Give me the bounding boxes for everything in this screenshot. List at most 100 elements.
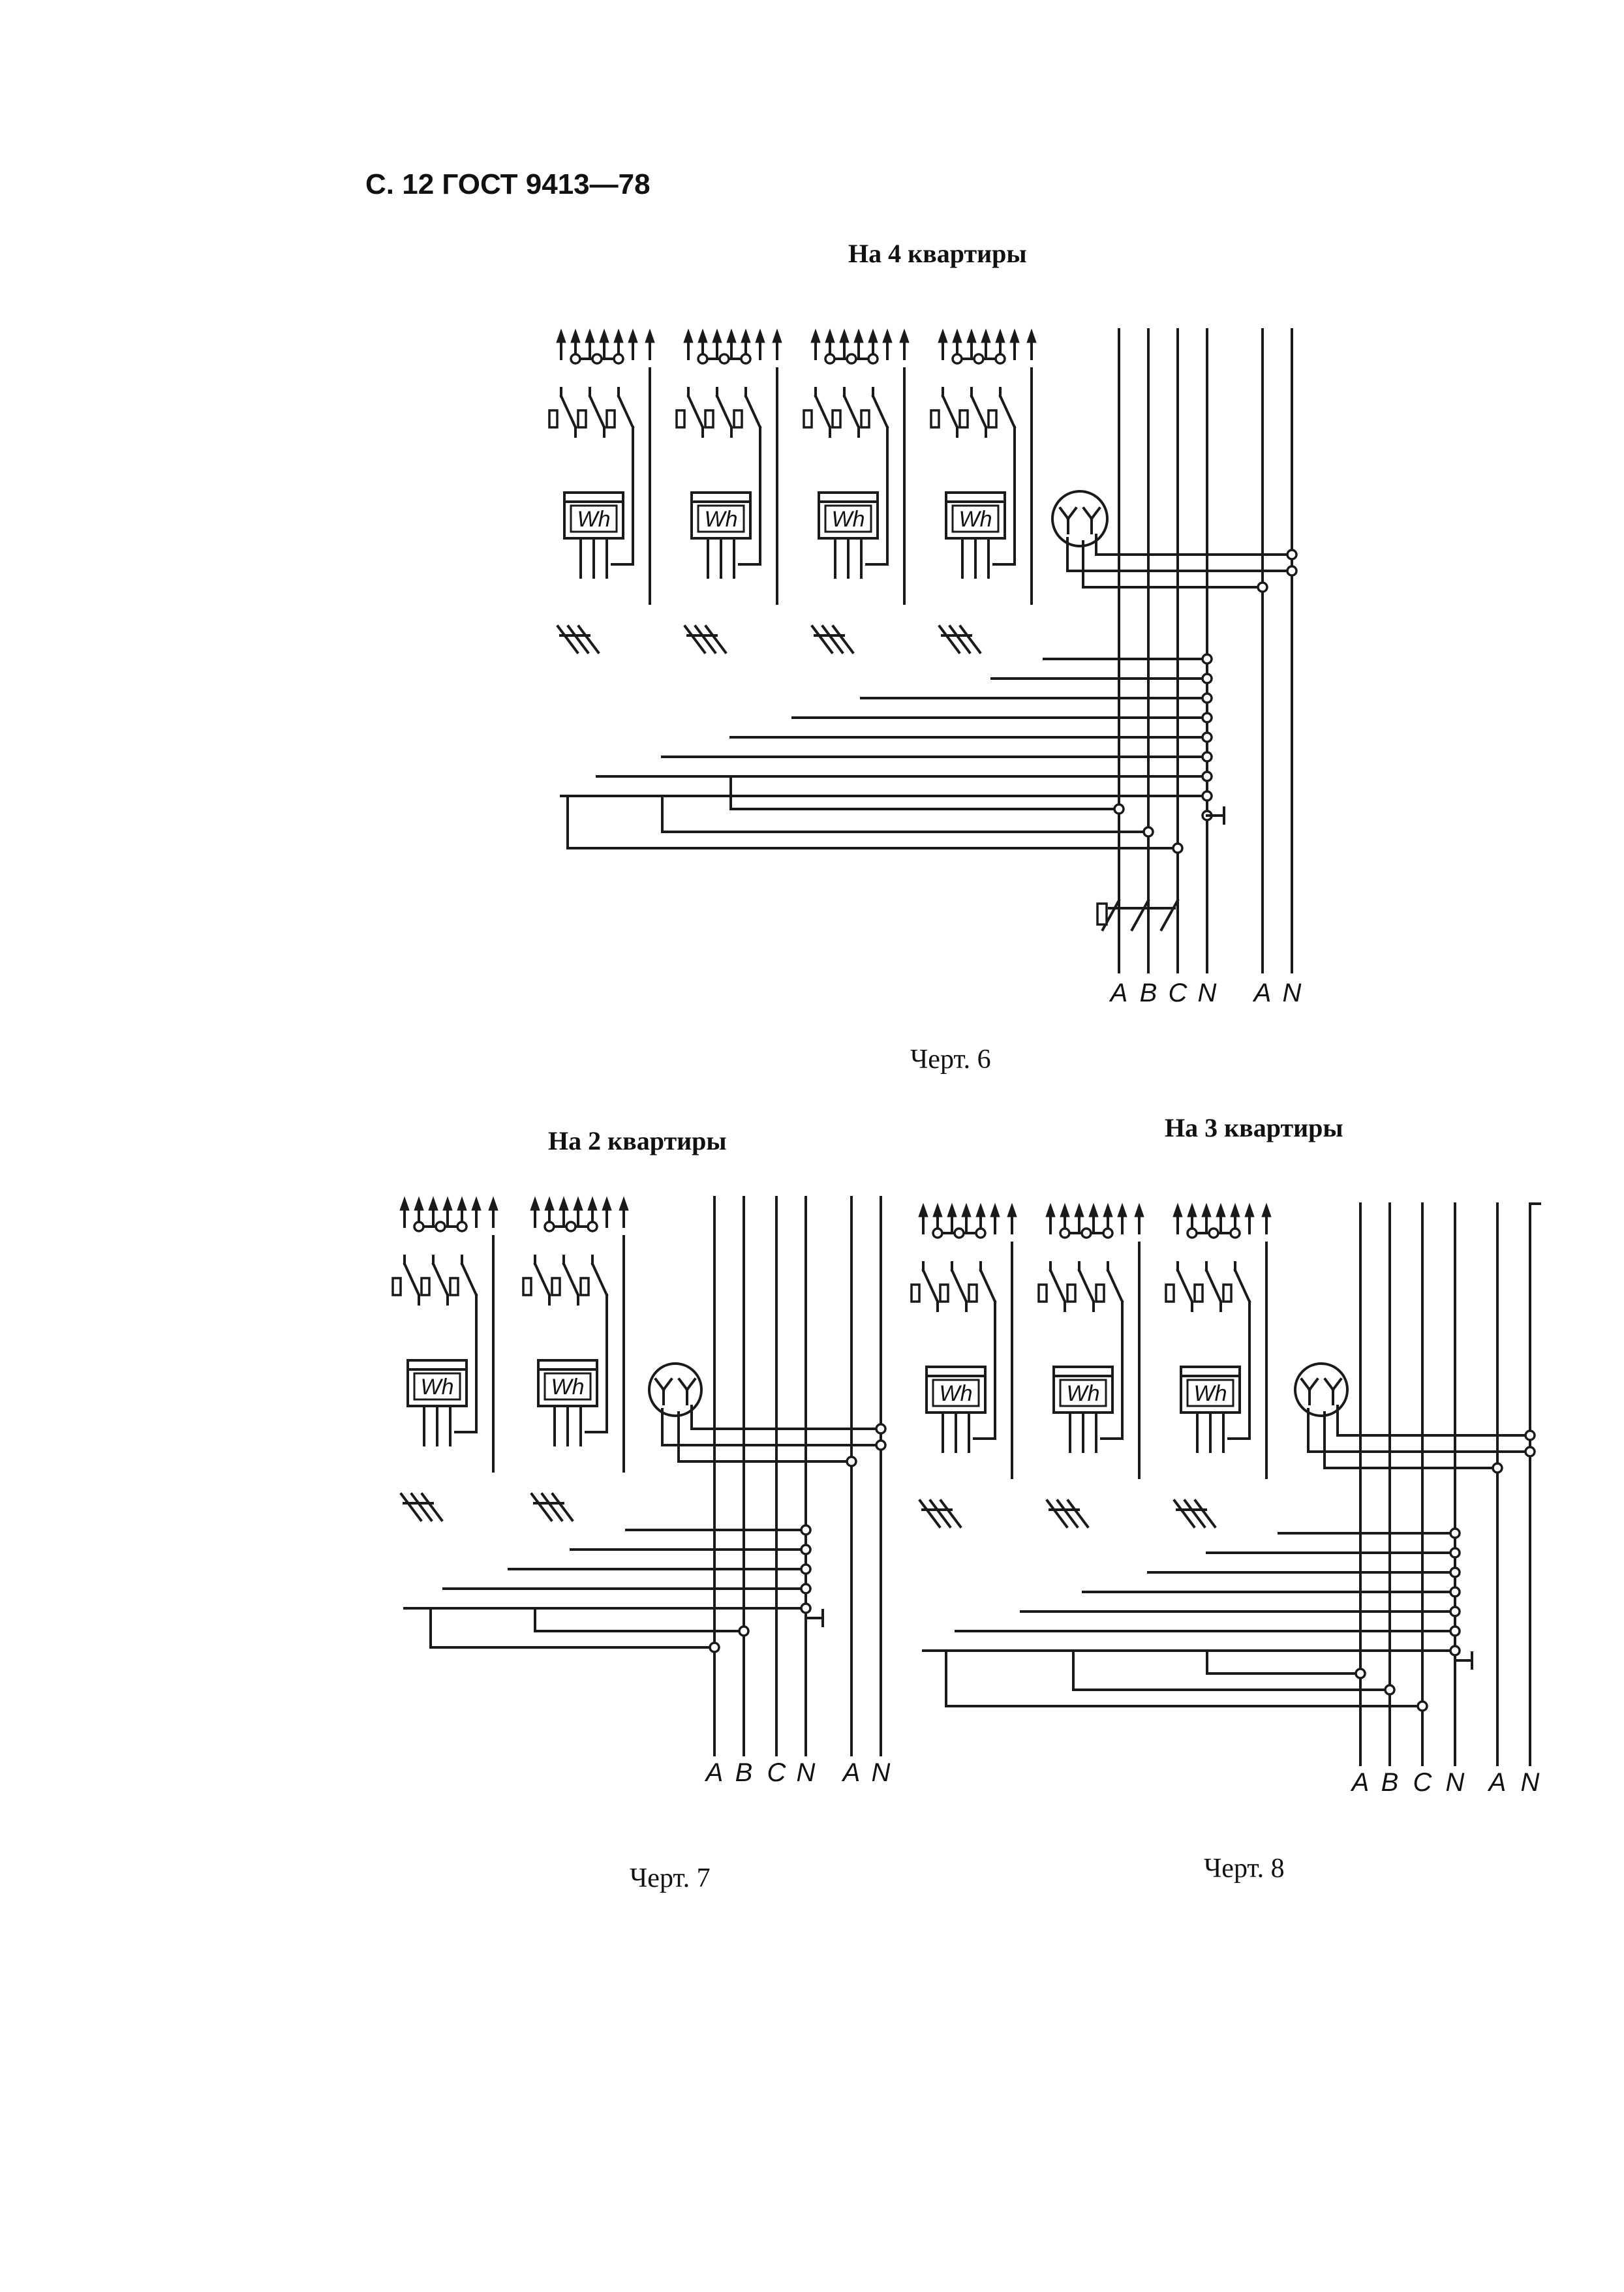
junction-node — [1203, 674, 1212, 683]
breaker-contact — [1079, 1270, 1094, 1302]
junction-node — [720, 354, 729, 363]
breaker-thermal-icon — [988, 410, 996, 427]
junction-node — [1258, 583, 1267, 592]
switch-blade — [833, 626, 853, 652]
meter-label: Wh — [551, 1375, 585, 1399]
junction-node — [1450, 1568, 1460, 1577]
arrow-head-icon — [1245, 1204, 1254, 1217]
bus-label: C — [1413, 1768, 1433, 1797]
junction-node — [741, 354, 750, 363]
arrow-head-icon — [727, 329, 736, 343]
junction-node — [976, 1229, 985, 1238]
junction-node — [847, 354, 856, 363]
wire — [1067, 538, 1292, 571]
antenna-symbol — [1333, 1379, 1341, 1390]
breaker-thermal-icon — [607, 410, 615, 427]
wire — [1207, 1651, 1360, 1673]
bus-label: A — [1253, 979, 1272, 1007]
junction-node — [1287, 566, 1296, 575]
breaker-thermal-icon — [421, 1278, 429, 1295]
junction-node — [1450, 1627, 1460, 1636]
wire — [1229, 1311, 1249, 1439]
breaker-contact — [1050, 1270, 1065, 1302]
breaker-contact — [1178, 1270, 1192, 1302]
wire — [535, 1608, 744, 1631]
antenna-symbol — [656, 1379, 664, 1390]
wire — [662, 1409, 881, 1445]
meter-label: Wh — [421, 1375, 454, 1399]
wire — [1338, 1406, 1530, 1435]
arrow-head-icon — [457, 1197, 467, 1210]
junction-node — [1144, 827, 1153, 836]
bus-label: C — [767, 1758, 787, 1787]
junction-node — [566, 1222, 575, 1231]
switch-blade — [558, 626, 577, 652]
switch-blade — [422, 1494, 442, 1520]
switch-blade — [920, 1501, 940, 1527]
arrow-head-icon — [1173, 1204, 1182, 1217]
junction-node — [1203, 694, 1212, 703]
junction-node — [801, 1604, 810, 1613]
fig8-caption: Черт. 8 — [1204, 1854, 1285, 1884]
junction-node — [739, 1627, 748, 1636]
breaker-contact — [972, 396, 986, 427]
breaker-contact — [923, 1270, 938, 1302]
arrow-head-icon — [1135, 1204, 1144, 1217]
breaker-contact — [816, 396, 830, 427]
switch-blade — [823, 626, 842, 652]
breaker-contact — [433, 1264, 448, 1295]
tv-antenna-socket-icon — [1052, 491, 1107, 546]
breaker-thermal-icon — [940, 1285, 948, 1302]
breaker-contact — [688, 396, 703, 427]
wire — [866, 436, 887, 564]
arrow-head-icon — [976, 1204, 985, 1217]
junction-node — [933, 1229, 942, 1238]
fig7-title: На 2 квартиры — [548, 1126, 727, 1155]
breaker-thermal-icon — [581, 1278, 589, 1295]
bus-label: B — [1381, 1768, 1399, 1797]
wire — [612, 436, 633, 564]
antenna-symbol — [1092, 508, 1099, 519]
bus-label: B — [1140, 979, 1157, 1007]
wire — [739, 436, 760, 564]
switch-blade — [1047, 1501, 1067, 1527]
breaker-contact — [746, 396, 760, 427]
arrow-head-icon — [619, 1197, 628, 1210]
breaker-thermal-icon — [1096, 1285, 1104, 1302]
main-breaker-contact — [1132, 900, 1148, 930]
breaker-contact — [981, 1270, 995, 1302]
junction-node — [996, 354, 1005, 363]
meter-label: Wh — [1194, 1381, 1227, 1406]
arrow-head-icon — [1089, 1204, 1098, 1217]
junction-node — [698, 354, 707, 363]
arrow-head-icon — [967, 329, 976, 343]
switch-blade — [950, 626, 970, 652]
arrow-head-icon — [981, 329, 990, 343]
arrow-head-icon — [614, 329, 623, 343]
breaker-thermal-icon — [677, 410, 684, 427]
antenna-symbol — [1310, 1379, 1317, 1390]
junction-node — [953, 354, 962, 363]
arrow-head-icon — [953, 329, 962, 343]
junction-node — [801, 1525, 810, 1535]
breaker-contact — [564, 1264, 578, 1295]
arrow-head-icon — [1118, 1204, 1127, 1217]
arrow-head-icon — [1060, 1204, 1069, 1217]
breaker-contact — [535, 1264, 549, 1295]
junction-node — [868, 354, 878, 363]
switch-blade — [1068, 1501, 1088, 1527]
junction-node — [414, 1222, 423, 1231]
junction-node — [955, 1229, 964, 1238]
switch-blade — [1185, 1501, 1204, 1527]
arrow-head-icon — [571, 329, 580, 343]
arrow-head-icon — [489, 1197, 498, 1210]
switch-blade — [960, 626, 980, 652]
bus-label: C — [1169, 979, 1188, 1007]
junction-node — [801, 1584, 810, 1593]
junction-node — [1203, 713, 1212, 722]
switch-blade — [685, 626, 705, 652]
meter-display — [571, 506, 617, 532]
antenna-symbol — [664, 1379, 671, 1390]
bus-label: A — [842, 1758, 861, 1787]
wire — [974, 1311, 995, 1439]
